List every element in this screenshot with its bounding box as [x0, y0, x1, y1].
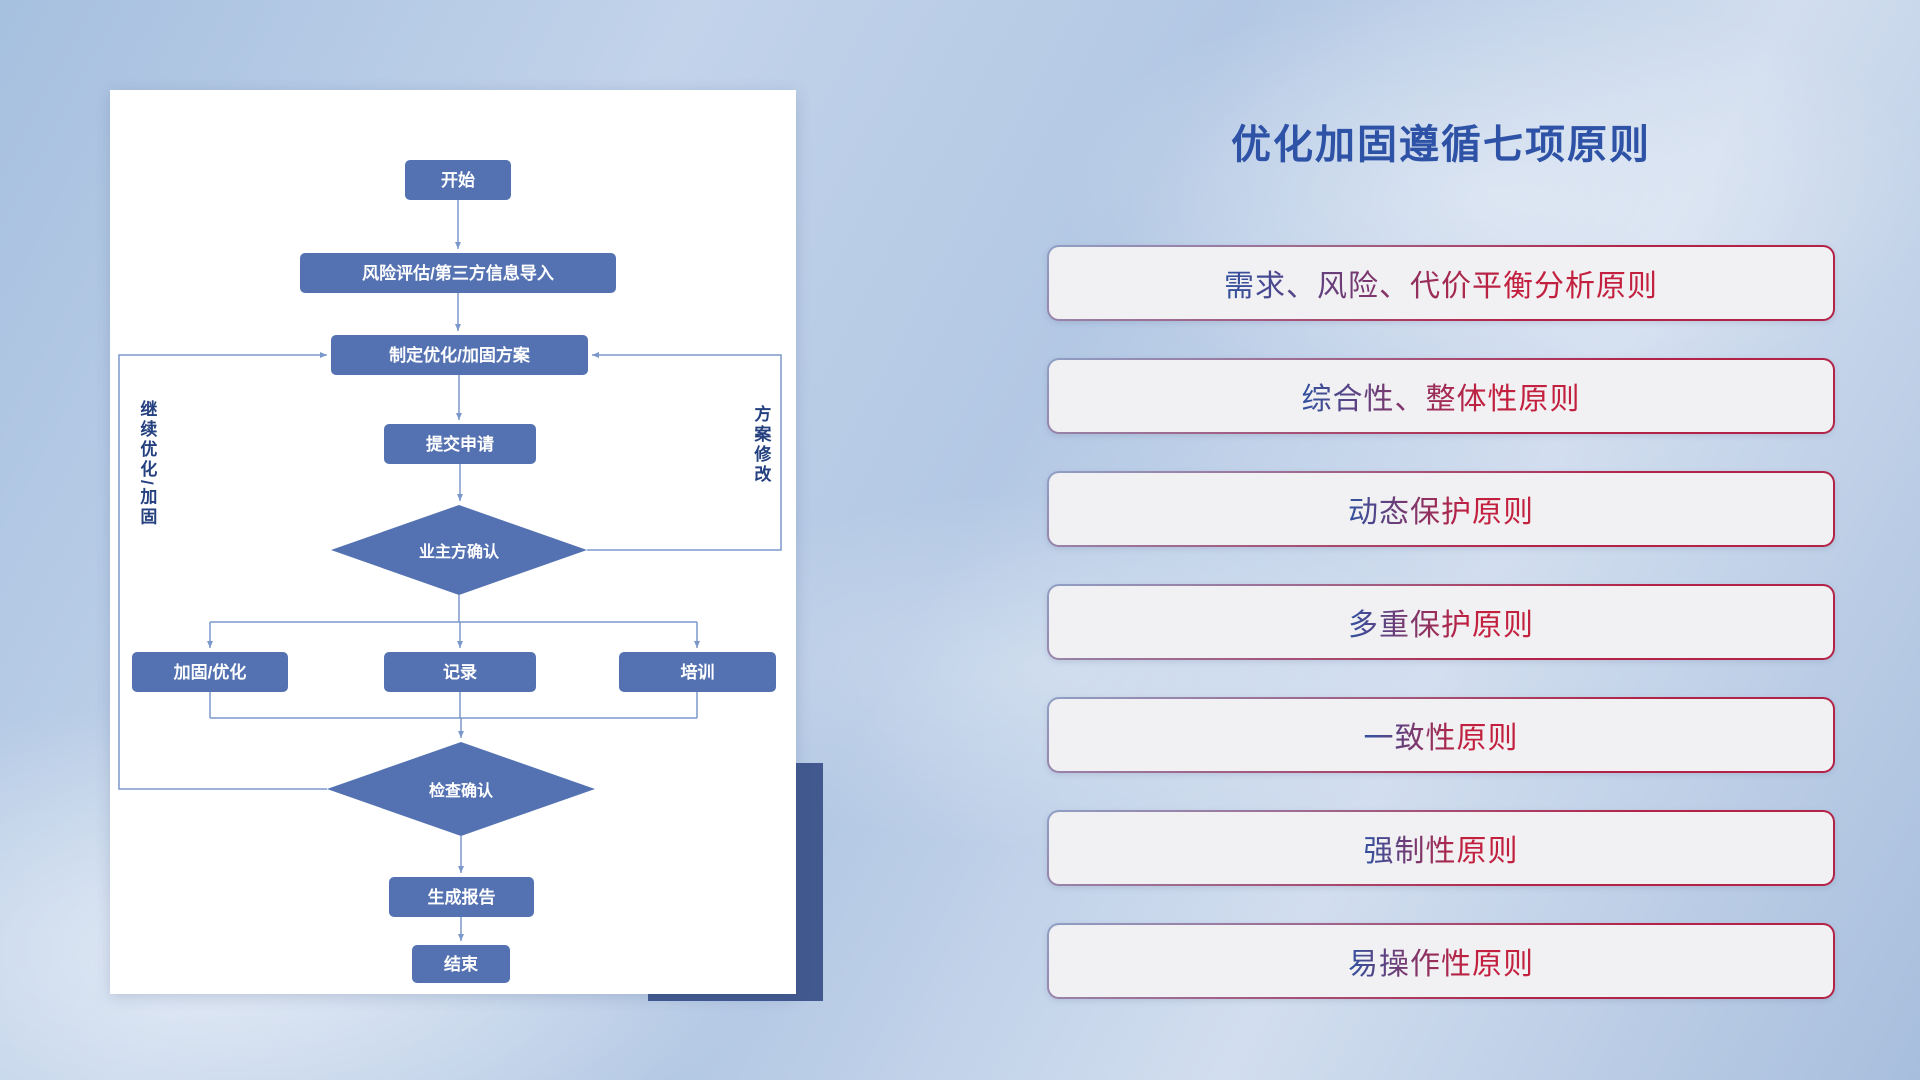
principle-item-multi-protection: 多重保护原则 [1047, 584, 1835, 660]
node-generate-report: 生成报告 [389, 877, 534, 917]
principle-item-dynamic-protection: 动态保护原则 [1047, 471, 1835, 547]
flowchart-connectors [118, 200, 782, 941]
principle-item-comprehensive: 综合性、整体性原则 [1047, 358, 1835, 434]
node-start: 开始 [405, 160, 511, 200]
node-training: 培训 [619, 652, 776, 692]
node-make-plan: 制定优化/加固方案 [331, 335, 588, 375]
loop-label-plan-revise: 方案修改 [751, 405, 771, 485]
node-submit-request: 提交申请 [384, 424, 536, 464]
principle-item-label: 综合性、整体性原则 [1302, 374, 1581, 418]
principle-item-label: 需求、风险、代价平衡分析原则 [1224, 261, 1658, 305]
principle-item-label: 多重保护原则 [1348, 600, 1534, 644]
principle-item-consistency: 一致性原则 [1047, 697, 1835, 773]
principle-item-label: 强制性原则 [1364, 826, 1519, 870]
node-reinforce-optimize: 加固/优化 [132, 652, 288, 692]
principle-item-label: 一致性原则 [1364, 713, 1519, 757]
node-risk-import: 风险评估/第三方信息导入 [300, 253, 616, 293]
flowchart-panel: 开始 风险评估/第三方信息导入 制定优化/加固方案 提交申请 业主方确认 加固/… [110, 90, 796, 994]
principles-title: 优化加固遵循七项原则 [1231, 123, 1651, 167]
principle-item-mandatory: 强制性原则 [1047, 810, 1835, 886]
principle-item-balance: 需求、风险、代价平衡分析原则 [1047, 245, 1835, 321]
loop-label-continue-optimize: 继续优化/加固 [137, 400, 157, 528]
principle-item-operability: 易操作性原则 [1047, 923, 1835, 999]
node-record: 记录 [384, 652, 536, 692]
principle-item-label: 易操作性原则 [1348, 939, 1534, 983]
node-end: 结束 [412, 945, 510, 983]
principles-panel: 优化加固遵循七项原则 需求、风险、代价平衡分析原则 综合性、整体性原则 动态保护… [1047, 0, 1835, 1080]
principle-item-label: 动态保护原则 [1348, 487, 1534, 531]
